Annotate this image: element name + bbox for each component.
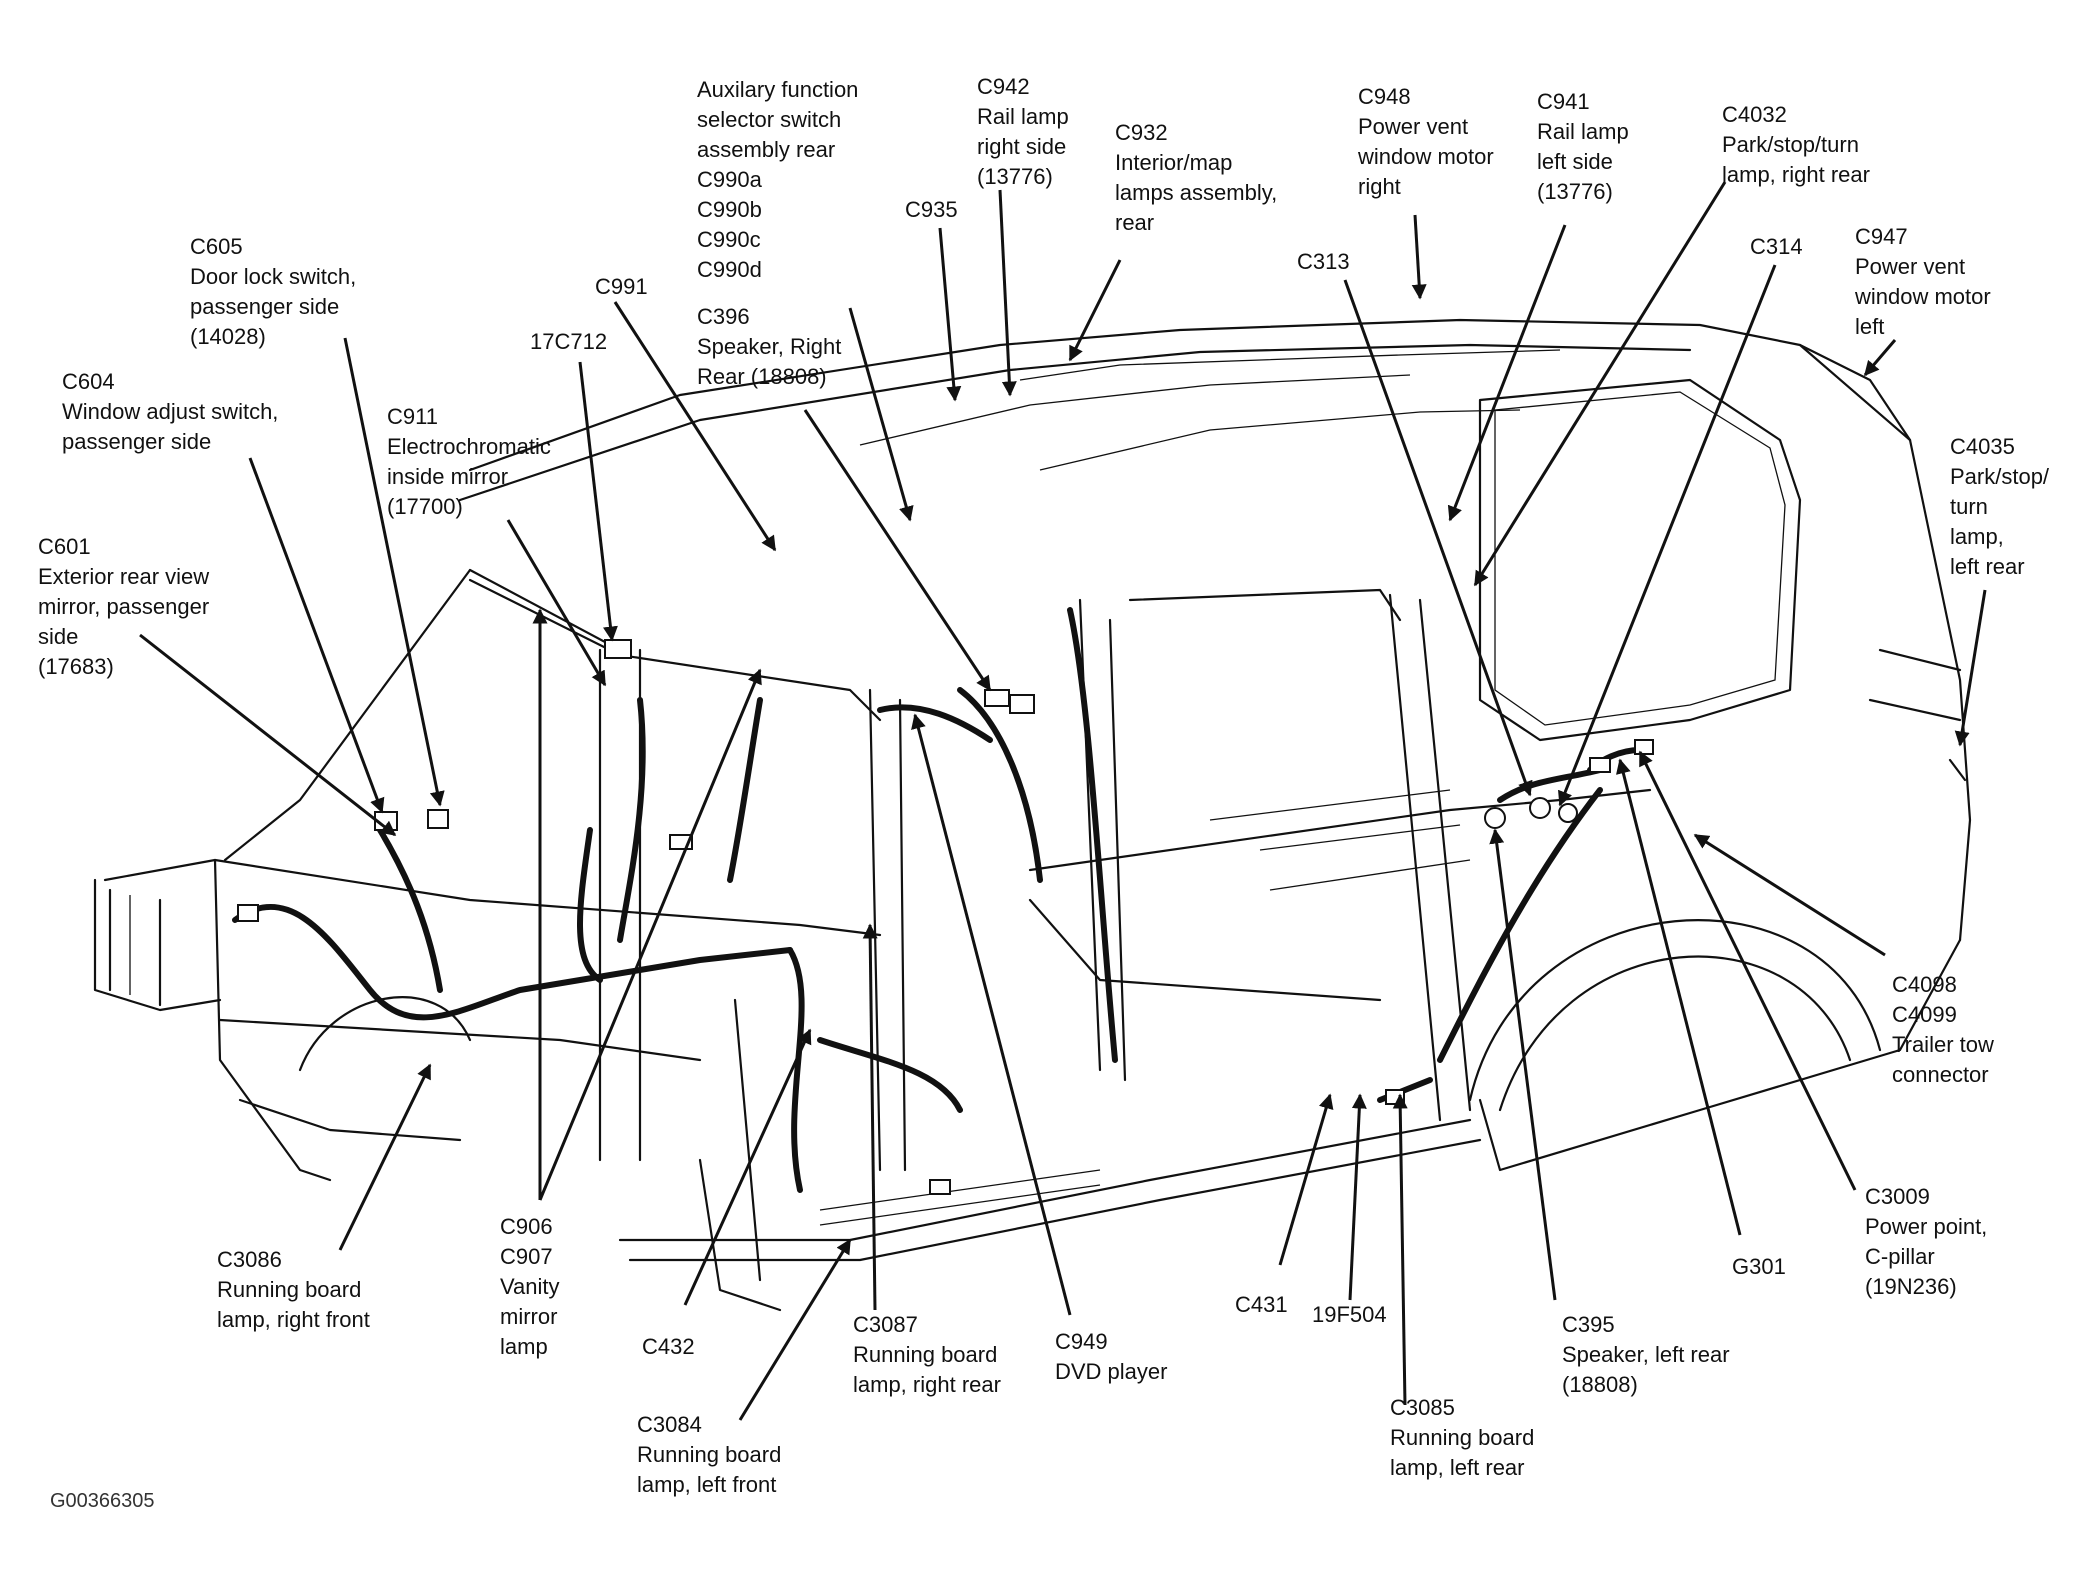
label-aux-selector: Auxilary function selector switch assemb… (697, 77, 859, 282)
leader-c3086 (338, 1063, 432, 1251)
leader-c947 (1863, 339, 1897, 377)
label-c4032: C4032 Park/stop/turn lamp, right rear (1722, 102, 1870, 187)
connectors (237, 639, 1654, 1195)
label-c935: C935 (905, 197, 958, 222)
leader-c395 (1489, 828, 1557, 1301)
label-c4098: C4098 C4099 Trailer tow connector (1892, 972, 1994, 1087)
leader-c313 (1343, 279, 1533, 797)
leader-c991 (613, 301, 777, 552)
leader-c604 (248, 457, 385, 814)
leader-c431 (1278, 1093, 1334, 1266)
connector-c313 (1529, 797, 1551, 819)
label-c906-c907: C906 C907 Vanity mirror lamp (500, 1214, 560, 1359)
label-19f504: 19F504 (1312, 1302, 1387, 1327)
connector-c949 (984, 689, 1010, 707)
leader-c948 (1411, 214, 1427, 300)
leader-c911 (506, 519, 607, 687)
label-17c712: 17C712 (530, 329, 608, 354)
leader-c3084 (738, 1238, 852, 1421)
leader-c949 (911, 713, 1072, 1316)
label-c942: C942 Rail lamp right side (13776) (977, 74, 1069, 189)
leader-c935 (938, 227, 962, 402)
leader-c17c712 (578, 361, 618, 642)
leader-c3085 (1392, 1093, 1408, 1406)
label-c949: C949 DVD player (1055, 1329, 1168, 1384)
label-c932: C932 Interior/map lamps assembly, rear (1115, 120, 1278, 235)
leader-c396 (803, 409, 992, 692)
label-g301: G301 (1732, 1254, 1786, 1279)
leader-c314 (1558, 264, 1777, 807)
connector-c395 (1484, 807, 1506, 829)
leader-c942 (998, 189, 1017, 397)
leader-c432 (683, 1028, 812, 1306)
label-c941: C941 Rail lamp left side (13776) (1537, 89, 1629, 204)
connector-c935 (1009, 694, 1035, 714)
leader-c605 (343, 337, 445, 807)
label-c3009: C3009 Power point, C-pillar (19N236) (1865, 1184, 1988, 1299)
leader-c3009 (1638, 750, 1857, 1191)
label-c3084: C3084 Running board lamp, left front (637, 1412, 782, 1497)
connector-c3009 (1634, 739, 1654, 755)
leader-c4098 (1693, 833, 1886, 957)
leader-aux (848, 307, 914, 522)
label-c604: C604 Window adjust switch, passenger sid… (62, 369, 279, 454)
label-c605: C605 Door lock switch, passenger side (1… (190, 234, 357, 349)
label-c947: C947 Power vent window motor left (1855, 224, 1991, 339)
label-c396: C396 Speaker, Right Rear (18808) (697, 304, 842, 389)
leader-c4032 (1473, 181, 1727, 587)
label-c3087: C3087 Running board lamp, right rear (853, 1312, 1001, 1397)
connector-c605 (427, 809, 449, 829)
leader-g301 (1616, 758, 1742, 1236)
leader-c4035 (1954, 589, 1987, 747)
leader-c932 (1068, 259, 1122, 362)
label-c395: C395 Speaker, left rear (18808) (1562, 1312, 1730, 1397)
connector-c4098 (1589, 757, 1611, 773)
label-c314: C314 (1750, 234, 1803, 259)
label-c4035: C4035 Park/stop/ turn lamp, left rear (1950, 434, 2050, 579)
label-c991: C991 (595, 274, 648, 299)
label-c3086: C3086 Running board lamp, right front (217, 1247, 370, 1332)
vehicle-body (93, 318, 1972, 1312)
label-c601: C601 Exterior rear view mirror, passenge… (38, 534, 210, 679)
leader-c19f504 (1348, 1093, 1367, 1301)
leader-lines (139, 181, 1987, 1421)
leader-c941 (1447, 224, 1567, 522)
label-c313: C313 (1297, 249, 1350, 274)
connector-c3084 (929, 1179, 951, 1195)
label-c431: C431 (1235, 1292, 1288, 1317)
leader-c601 (139, 633, 397, 837)
connector-c3086 (237, 904, 259, 922)
leader-c3087 (862, 923, 878, 1311)
label-c432: C432 (642, 1334, 695, 1359)
leader-c906-b (538, 668, 762, 1201)
label-c3085: C3085 Running board lamp, left rear (1390, 1395, 1535, 1480)
connector-c314 (1558, 803, 1578, 823)
label-c911: C911 Electrochromatic inside mirror (177… (387, 404, 551, 519)
label-c948: C948 Power vent window motor right (1358, 84, 1494, 199)
figure-id: G00366305 (50, 1490, 155, 1512)
connector-c991 (604, 639, 632, 659)
